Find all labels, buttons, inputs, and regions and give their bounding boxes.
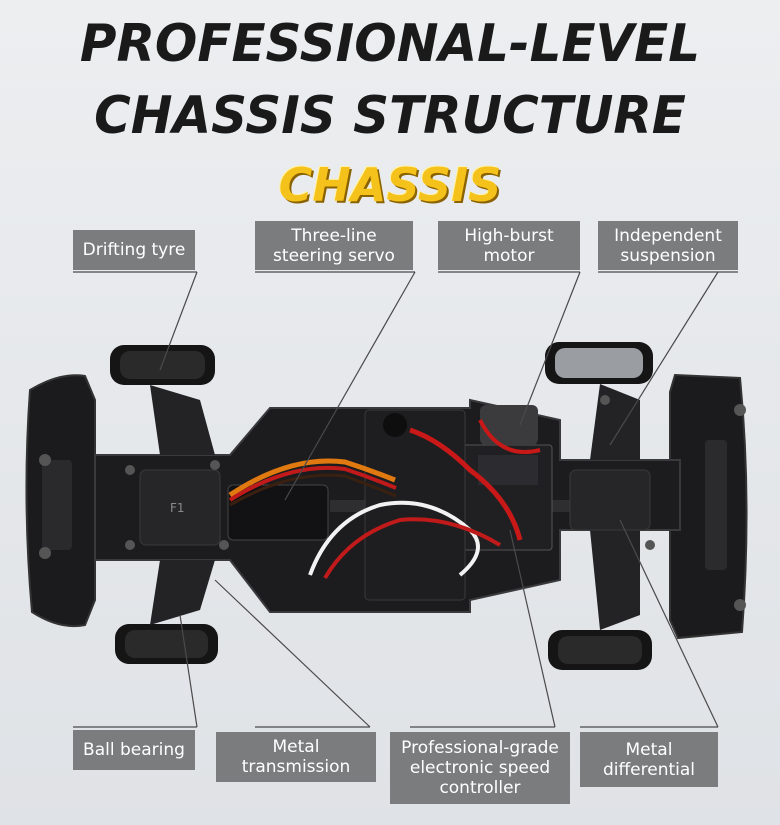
headline-line-2: CHASSIS STRUCTURE (94, 86, 686, 146)
label-metal-differential: Metal differential (580, 732, 718, 787)
label-motor: High-burst motor (438, 221, 580, 270)
rear-bumper-panel (705, 440, 727, 570)
label-ball-bearing: Ball bearing (73, 730, 195, 770)
label-electronic-speed-controller: Professional-grade electronic speed cont… (390, 732, 570, 804)
label-drifting-tyre: Drifting tyre (73, 230, 195, 270)
headline-line-1: PROFESSIONAL-LEVEL (79, 14, 701, 74)
rear-differential (569, 469, 651, 531)
steering-servo (227, 484, 329, 541)
label-metal-transmission: Metal transmission (216, 732, 376, 782)
front-bumper-vent (42, 460, 72, 550)
chassis-badge: CHASSIS (278, 158, 502, 212)
label-independent-suspension: Independent suspension (598, 221, 738, 270)
chassis-marking: F1 (170, 501, 185, 515)
front-gearbox (139, 469, 221, 546)
label-steering-servo: Three-line steering servo (255, 221, 413, 270)
